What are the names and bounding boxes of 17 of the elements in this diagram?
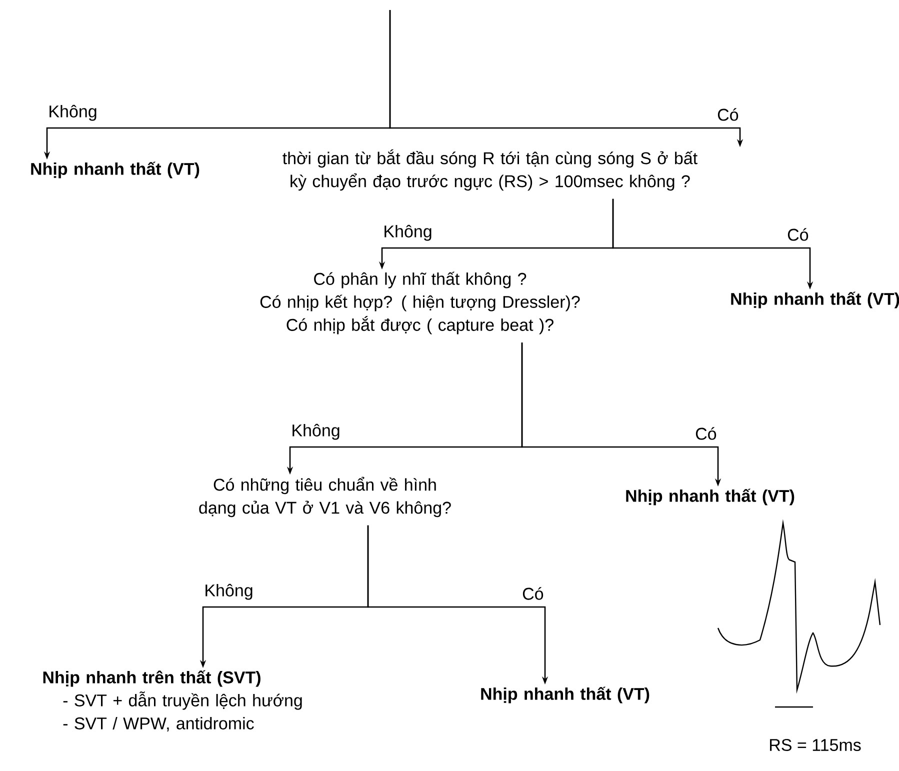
- result-text: Nhịp nhanh thất (VT): [626, 488, 794, 506]
- question-text: thời gian từ bắt đầu sóng R tới tận cùng sóng S ở bất kỳ chuyển đạo trước ngực (RS) > 100msec không ?: [282, 149, 698, 191]
- edge-label: Có: [788, 228, 808, 241]
- result-text: Nhịp nhanh trên thất (SVT) - SVT + dẫn truyền lệch hướng - SVT / WPW, antidromic: [43, 670, 302, 732]
- edge-label: Không: [292, 424, 340, 440]
- measurement-label: RS = 115ms: [770, 739, 861, 752]
- result-text: Nhịp nhanh thất (VT): [481, 686, 650, 704]
- edge-label: Có: [718, 108, 738, 121]
- question-text: Có những tiêu chuẩn về hình dạng của VT ở V1 và V6 không?: [199, 476, 451, 518]
- edge-label: Không: [384, 224, 432, 241]
- question-text: Có phân ly nhĩ thất không ? Có nhịp kết hợp? ( hiện tượng Dressler)? Có nhịp bắt được ( capture beat )?: [260, 272, 580, 334]
- edge-label: Không: [206, 584, 252, 600]
- result-text: Nhịp nhanh thất (VT): [31, 162, 200, 178]
- edge-label: Không: [50, 104, 96, 121]
- result-text: Nhịp nhanh thất (VT): [731, 292, 899, 308]
- edge-label: Có: [696, 427, 716, 440]
- edge-label: Có: [522, 587, 544, 600]
